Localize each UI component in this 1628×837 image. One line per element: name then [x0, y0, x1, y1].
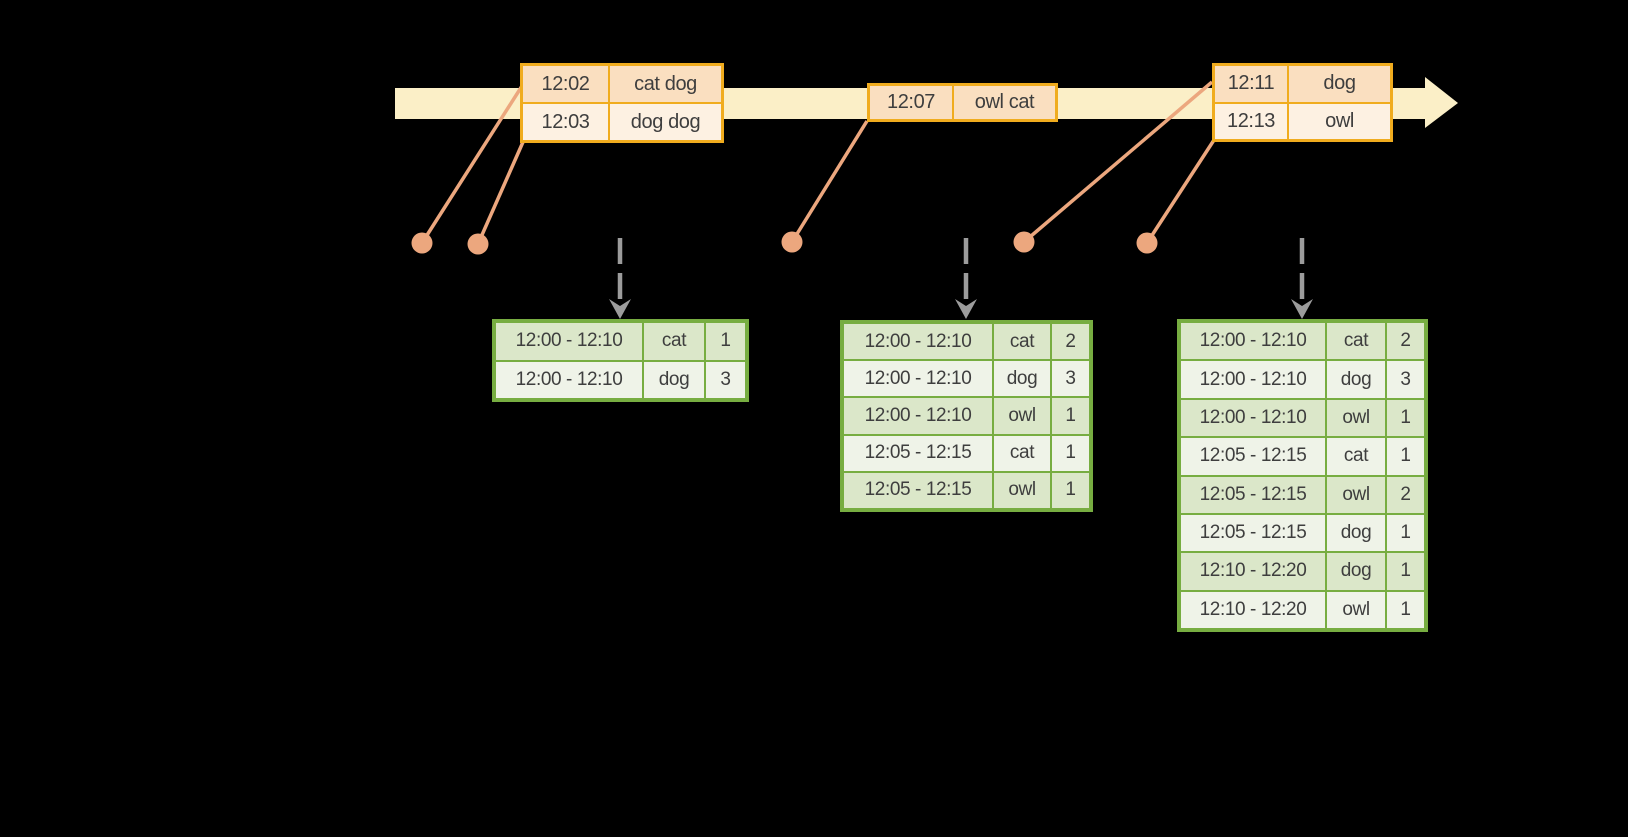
result-table-cell-window: 12:00 - 12:10 [844, 324, 992, 360]
result-table-cell-window: 12:05 - 12:15 [1181, 438, 1325, 475]
event-connector-line [1145, 139, 1216, 244]
timeline-arrowhead-icon [1425, 77, 1458, 128]
result-table-cell-word: owl [1327, 476, 1385, 513]
result-table-cell-count: 2 [1387, 323, 1424, 360]
event-table-cell-time: 12:11 [1215, 66, 1287, 102]
event-table-cell-words: dog dog [610, 104, 721, 140]
event-connector-line [420, 85, 524, 244]
event-dot [1013, 231, 1035, 253]
event-table-cell-time: 12:07 [870, 86, 952, 119]
result-table-cell-window: 12:00 - 12:10 [1181, 361, 1325, 398]
result-table-cell-window: 12:05 - 12:15 [1181, 476, 1325, 513]
event-table-cell-words: dog [1289, 66, 1390, 102]
result-table-cell-count: 1 [1052, 435, 1089, 471]
event-table-cell-words: owl cat [954, 86, 1055, 119]
result-table-cell-count: 1 [1387, 591, 1424, 628]
event-table-cell-time: 12:03 [523, 104, 608, 140]
trigger-arrow-head-icon [955, 299, 977, 319]
result-table-cell-count: 1 [1387, 438, 1424, 475]
event-table-cell-words: owl [1289, 103, 1390, 139]
result-table-cell-window: 12:00 - 12:10 [844, 361, 992, 397]
event-connector-line [1022, 80, 1214, 244]
result-table-cell-window: 12:00 - 12:10 [1181, 323, 1325, 360]
event-dot [1136, 232, 1158, 254]
event-connector-line [476, 141, 525, 245]
result-table-cell-word: cat [1327, 438, 1385, 475]
result-table-cell-count: 2 [1387, 476, 1424, 513]
result-table-cell-count: 1 [706, 323, 745, 360]
result-table-cell-window: 12:00 - 12:10 [844, 398, 992, 434]
trigger-arrow-icon [609, 238, 631, 319]
event-dot [781, 231, 803, 253]
event-dot [411, 232, 433, 254]
result-table-cell-window: 12:05 - 12:15 [844, 472, 992, 508]
event-dot [467, 233, 489, 255]
result-table-cell-word: cat [644, 323, 704, 360]
result-table-cell-window: 12:00 - 12:10 [496, 323, 642, 360]
event-table-cell-words: cat dog [610, 66, 721, 102]
event-table-cell-time: 12:13 [1215, 103, 1287, 139]
result-table-cell-count: 1 [1387, 399, 1424, 437]
result-table-cell-word: dog [1327, 361, 1385, 398]
result-table-cell-count: 1 [1052, 472, 1089, 508]
result-table-cell-word: owl [994, 472, 1050, 508]
result-table-cell-word: dog [1327, 514, 1385, 552]
result-table-cell-word: owl [1327, 591, 1385, 628]
result-table-cell-word: cat [1327, 323, 1385, 360]
result-table-cell-count: 3 [1052, 361, 1089, 397]
result-table-cell-count: 1 [1052, 398, 1089, 434]
result-table-cell-count: 3 [1387, 361, 1424, 398]
result-table-cell-count: 3 [706, 361, 745, 398]
result-table-cell-window: 12:10 - 12:20 [1181, 591, 1325, 628]
trigger-arrow-head-icon [1291, 299, 1313, 319]
result-table-cell-count: 2 [1052, 324, 1089, 360]
event-connector-line [790, 120, 869, 243]
result-table-cell-word: owl [994, 398, 1050, 434]
result-table-cell-word: owl [1327, 399, 1385, 437]
result-table-cell-window: 12:00 - 12:10 [496, 361, 642, 398]
result-table-cell-window: 12:10 - 12:20 [1181, 553, 1325, 590]
result-table-cell-count: 1 [1387, 514, 1424, 552]
trigger-arrow-icon [955, 238, 977, 319]
result-table-cell-window: 12:05 - 12:15 [1181, 514, 1325, 552]
result-table-cell-word: cat [994, 435, 1050, 471]
trigger-arrow-icon [1291, 238, 1313, 319]
result-table-cell-word: cat [994, 324, 1050, 360]
trigger-arrow-head-icon [609, 299, 631, 319]
result-table-cell-window: 12:05 - 12:15 [844, 435, 992, 471]
result-table-cell-word: dog [644, 361, 704, 398]
result-table-cell-count: 1 [1387, 553, 1424, 590]
result-table-cell-word: dog [994, 361, 1050, 397]
result-table-cell-window: 12:00 - 12:10 [1181, 399, 1325, 437]
result-table-cell-word: dog [1327, 553, 1385, 590]
event-table-cell-time: 12:02 [523, 66, 608, 102]
